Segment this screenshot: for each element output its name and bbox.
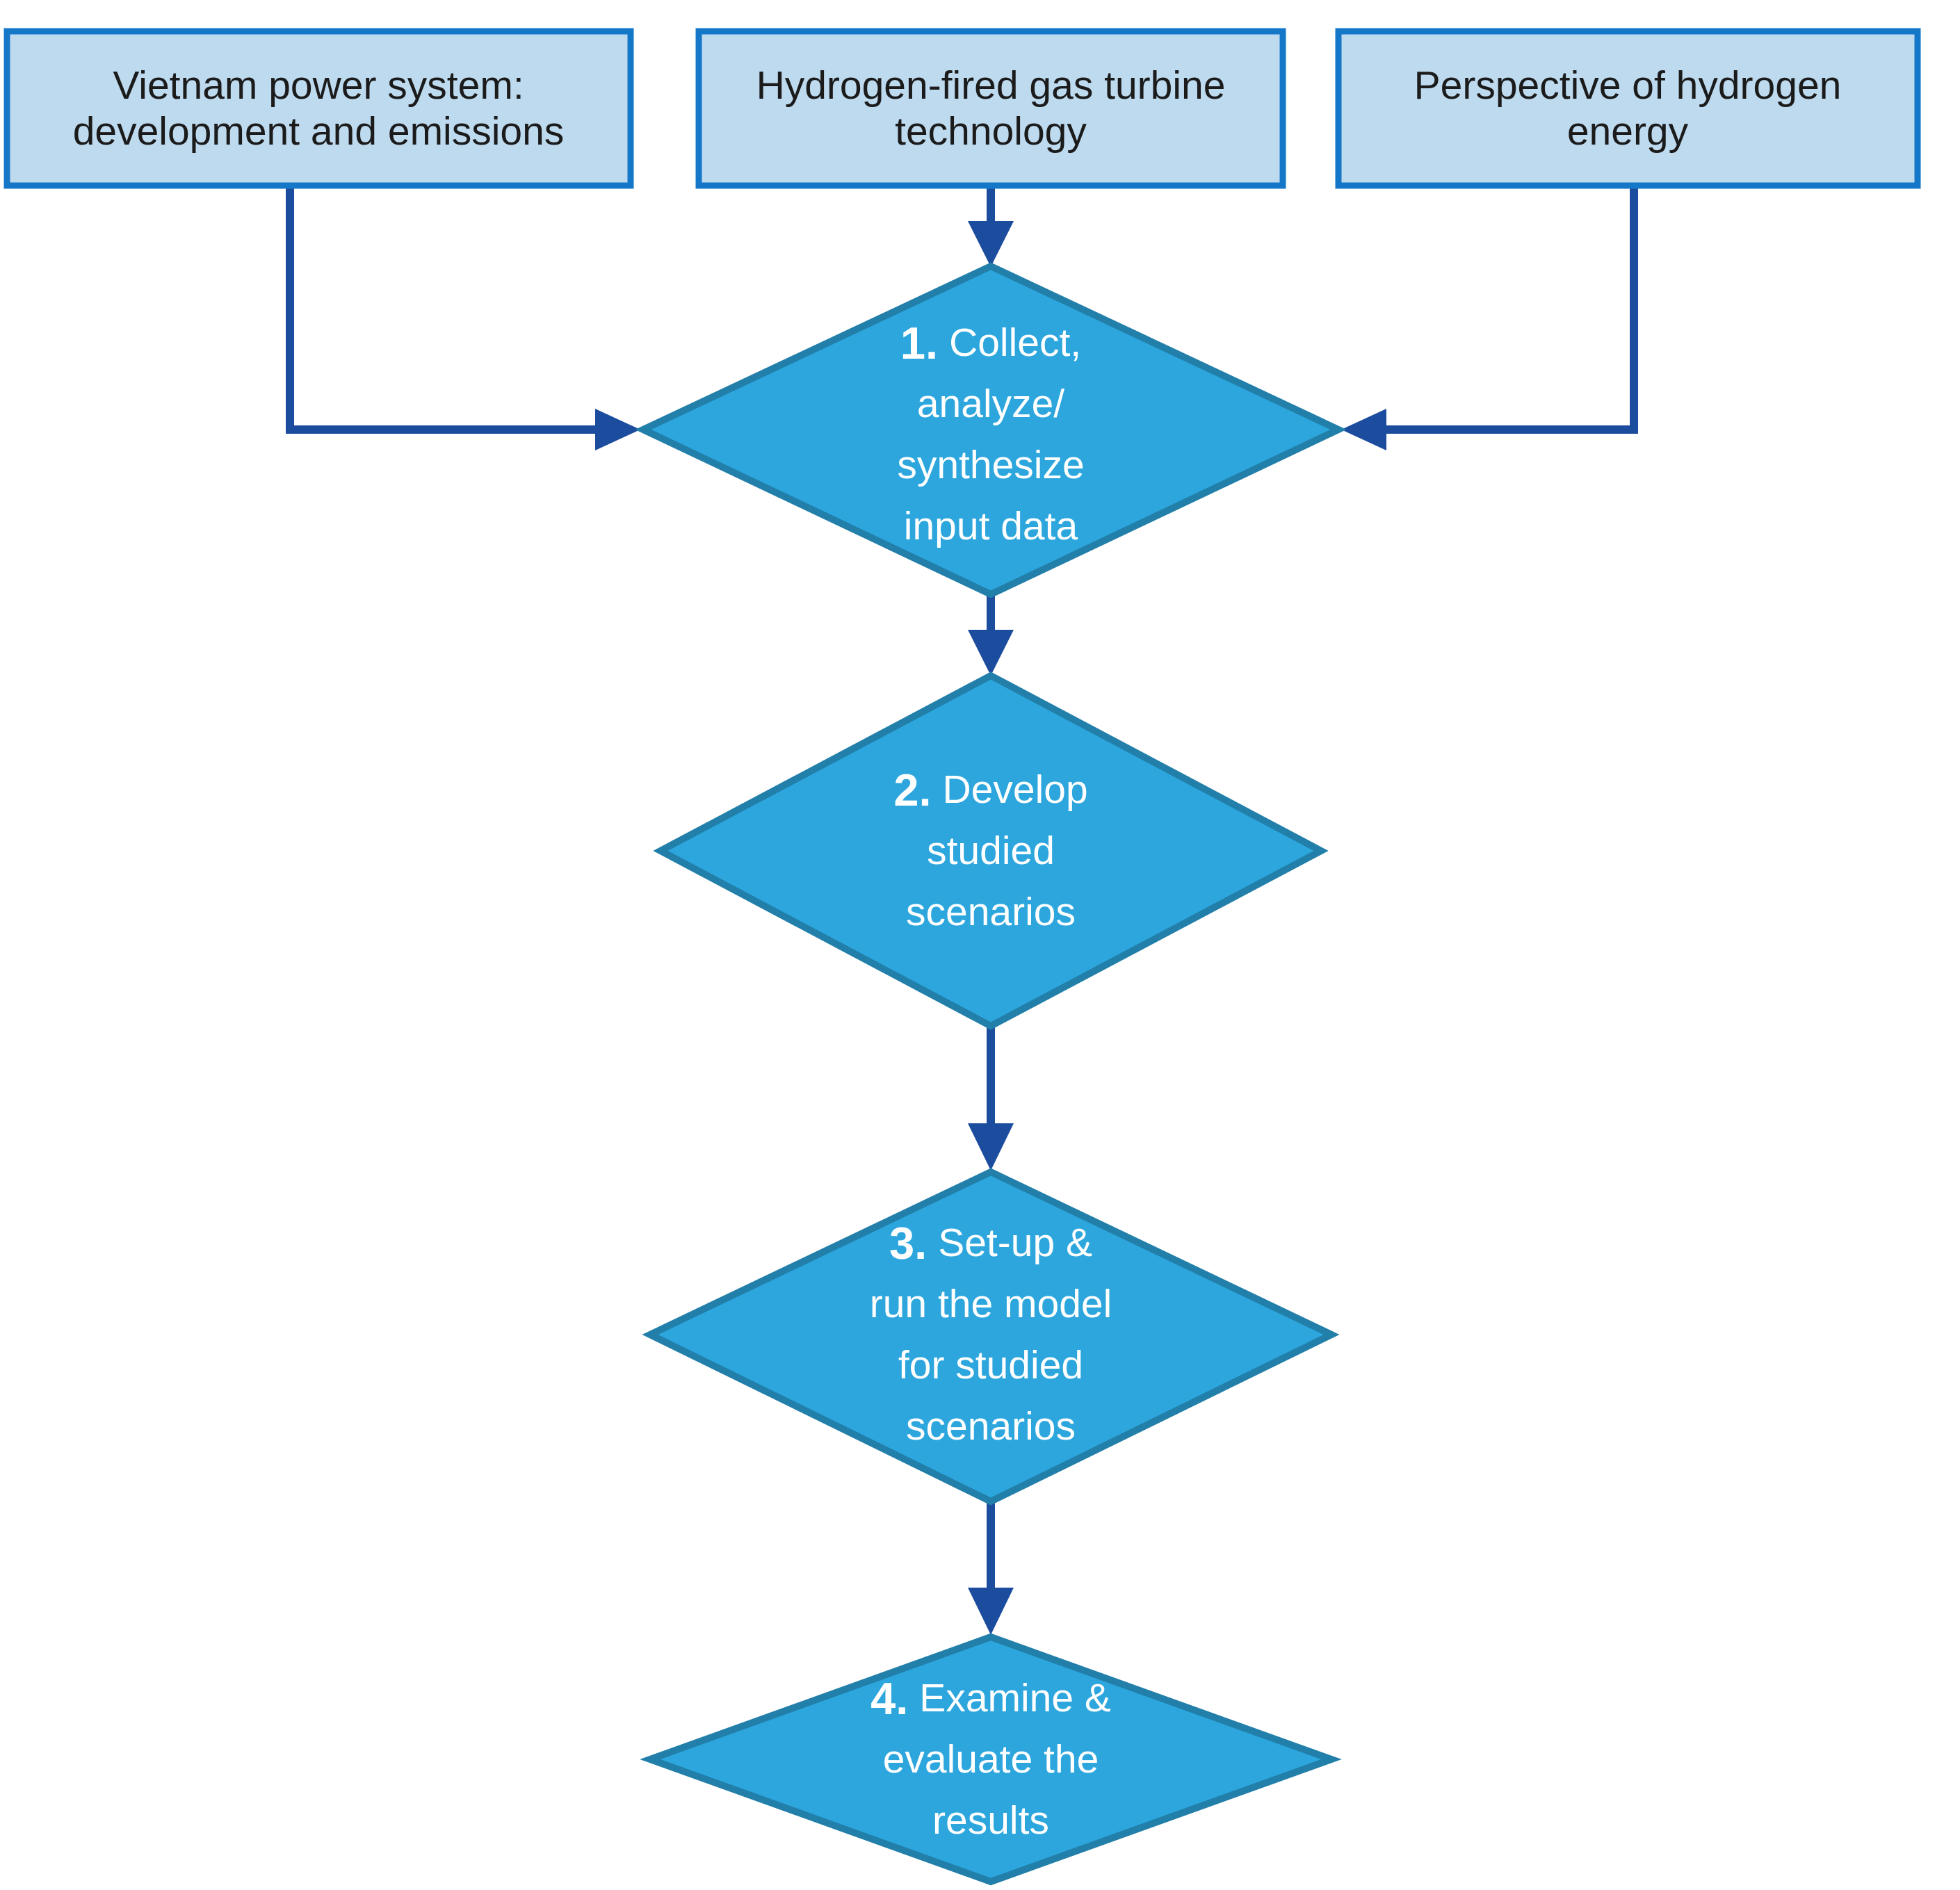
box-turbine-line-1: Hydrogen-fired gas turbine (756, 63, 1226, 108)
arrowhead-down-icon (968, 1588, 1014, 1635)
diamond-step-1-shape (635, 262, 1347, 598)
connector-perspective-line (1385, 186, 1638, 434)
diamond-step-1-line-1: 1.Collect, (900, 318, 1081, 368)
arrowhead-down-icon (968, 630, 1014, 676)
diamond-step-2-line-1: 2. Develop (893, 765, 1087, 815)
diamond-step-4-line-3: results (932, 1798, 1049, 1843)
diamond-step-4-line-2: evaluate the (883, 1737, 1099, 1782)
diamond-step-2: 2. Develop studied scenarios (653, 671, 1329, 1030)
step-3-text: Set-up & (938, 1221, 1092, 1265)
box-hydrogen-turbine: Hydrogen-fired gas turbine technology (695, 28, 1286, 189)
step-2-text: Develop (943, 767, 1088, 812)
box-perspective-rect (1335, 28, 1921, 189)
box-vietnam-rect (3, 28, 634, 189)
diamond-step-4-line-1: 4.Examine & (870, 1673, 1111, 1724)
box-vietnam-line-1: Vietnam power system: (113, 63, 524, 108)
diamond-step-3-shape (642, 1168, 1340, 1506)
diamond-step-1: 1.Collect, analyze/ synthesize input dat… (635, 262, 1347, 598)
step-4-text: Examine & (919, 1676, 1111, 1720)
diamond-step-3-line-4: scenarios (906, 1404, 1076, 1449)
diamond-step-2-line-2: studied (927, 829, 1055, 873)
diamond-step-1-line-4: input data (904, 504, 1078, 548)
box-perspective-line-1: Perspective of hydrogen (1414, 63, 1842, 108)
diamond-step-3-line-2: run the model (870, 1282, 1112, 1326)
diamond-step-4: 4.Examine & evaluate the results (640, 1633, 1342, 1886)
diamond-step-2-line-3: scenarios (906, 890, 1076, 934)
box-hydrogen-perspective: Perspective of hydrogen energy (1335, 28, 1921, 189)
box-turbine-rect (695, 28, 1286, 189)
diamond-step-1-line-2: analyze/ (917, 382, 1064, 426)
box-perspective-line-2: energy (1567, 109, 1689, 154)
box-vietnam-line-2: development and emissions (73, 109, 565, 154)
arrowhead-down-icon (968, 221, 1014, 267)
step-4-number: 4. (870, 1673, 908, 1724)
connector-step2-to-step3 (968, 1026, 1014, 1171)
box-vietnam-power-system: Vietnam power system: development and em… (3, 28, 634, 189)
connector-step3-to-step4 (968, 1501, 1014, 1635)
arrowhead-down-icon (968, 1123, 1014, 1171)
step-3-number: 3. (889, 1218, 927, 1269)
diamond-step-1-line-3: synthesize (897, 443, 1084, 487)
step-1-number: 1. (900, 318, 938, 368)
connector-vietnam-line (286, 186, 597, 434)
arrowhead-right-icon (595, 409, 640, 450)
box-turbine-line-2: technology (895, 109, 1087, 154)
connector-vietnam-to-step1 (286, 186, 640, 450)
step-1-text: Collect, (949, 320, 1081, 365)
step-2-number: 2. (893, 765, 931, 815)
diamond-step-4-shape (640, 1633, 1342, 1886)
diamond-step-3: 3.Set-up & run the model for studied sce… (642, 1168, 1340, 1506)
connector-perspective-to-step1 (1341, 186, 1638, 450)
diamond-step-3-line-1: 3.Set-up & (889, 1218, 1092, 1269)
arrowhead-left-icon (1341, 409, 1386, 450)
connector-turbine-to-step1 (968, 186, 1014, 267)
connector-step1-to-step2 (968, 594, 1014, 676)
diamond-step-2-shape (653, 671, 1329, 1030)
diamond-step-3-line-3: for studied (898, 1343, 1083, 1387)
